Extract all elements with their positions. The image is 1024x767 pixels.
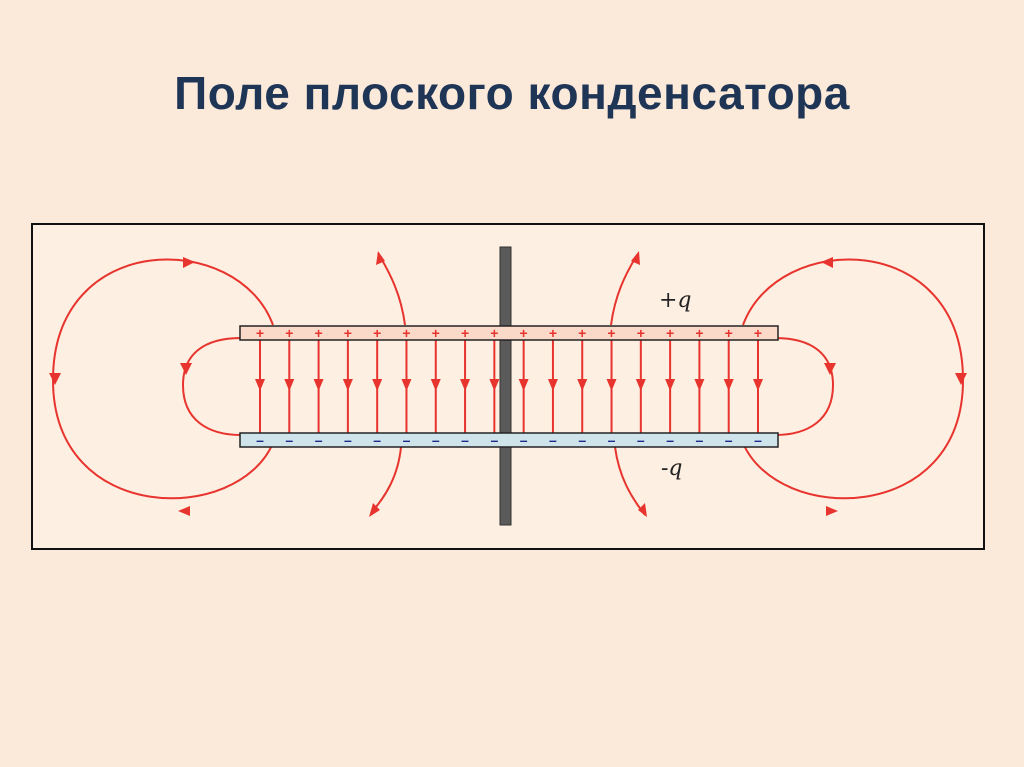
positive-charge-sign: + bbox=[285, 325, 293, 341]
page-title: Поле плоского конденсатора bbox=[174, 67, 850, 119]
positive-charge-sign: + bbox=[520, 325, 528, 341]
negative-charge-sign: – bbox=[403, 432, 411, 448]
negative-charge-sign: – bbox=[432, 432, 440, 448]
field-line-arrow bbox=[313, 379, 324, 391]
uniform-field-lines bbox=[255, 340, 763, 433]
negative-charge-sign: – bbox=[725, 432, 733, 448]
loop-arrowheads bbox=[49, 251, 967, 517]
negative-charge-sign: – bbox=[520, 432, 528, 448]
field-line-arrow bbox=[284, 379, 295, 391]
field-stray-top-right bbox=[610, 254, 638, 326]
stand-rod bbox=[499, 246, 512, 526]
negative-charge-sign: – bbox=[490, 432, 498, 448]
field-line-arrow bbox=[372, 379, 383, 391]
field-stray-top-left bbox=[377, 252, 406, 326]
positive-charge-sign: + bbox=[373, 325, 381, 341]
positive-charge-sign: + bbox=[256, 325, 264, 341]
capacitor-diagram: ++++++++++++++++++–––––––––––––––––– +q … bbox=[31, 223, 985, 550]
positive-charge-sign: + bbox=[549, 325, 557, 341]
field-line-arrow bbox=[342, 379, 353, 391]
positive-charge-sign: + bbox=[461, 325, 469, 341]
field-line-arrow bbox=[577, 379, 588, 391]
bottom-plate-label: -q bbox=[661, 456, 683, 481]
field-line-arrow bbox=[635, 379, 646, 391]
positive-charge-sign: + bbox=[490, 325, 498, 341]
negative-charge-sign: – bbox=[578, 432, 586, 448]
field-stray-bottom-left bbox=[370, 446, 402, 514]
top-plate-label: +q bbox=[659, 288, 692, 313]
positive-charge-sign: + bbox=[607, 325, 615, 341]
field-line-arrow bbox=[489, 379, 500, 391]
plate-signs: + + + + + + + + + + + + + + + + + + – – – – – – – – – – – – – – – – – – bbox=[256, 325, 762, 448]
positive-charge-sign: + bbox=[314, 325, 322, 341]
field-line-arrow bbox=[518, 379, 529, 391]
field-line-arrow bbox=[460, 379, 471, 391]
field-loop-right-inner bbox=[774, 337, 835, 436]
field-stray-bottom-right bbox=[614, 446, 646, 516]
field-line-arrow bbox=[723, 379, 734, 391]
negative-charge-sign: – bbox=[696, 432, 704, 448]
negative-charge-sign: – bbox=[285, 432, 293, 448]
field-line-arrow bbox=[606, 379, 617, 391]
positive-charge-sign: + bbox=[695, 325, 703, 341]
negative-charge-sign: – bbox=[373, 432, 381, 448]
positive-charge-sign: + bbox=[432, 325, 440, 341]
negative-charge-sign: – bbox=[754, 432, 762, 448]
negative-charge-sign: – bbox=[315, 432, 323, 448]
field-loop-right-outer bbox=[742, 258, 965, 500]
bottom-plate bbox=[239, 432, 779, 448]
negative-charge-sign: – bbox=[344, 432, 352, 448]
field-line-arrow bbox=[694, 379, 705, 391]
field-line-arrow bbox=[401, 379, 412, 391]
capacitor-field-svg: ++++++++++++++++++–––––––––––––––––– +q … bbox=[49, 246, 967, 526]
positive-charge-sign: + bbox=[344, 325, 352, 341]
negative-charge-sign: – bbox=[256, 432, 264, 448]
negative-charge-sign: – bbox=[549, 432, 557, 448]
negative-charge-sign: – bbox=[637, 432, 645, 448]
field-line-arrow bbox=[430, 379, 441, 391]
field-line-arrow bbox=[665, 379, 676, 391]
positive-charge-sign: + bbox=[637, 325, 645, 341]
top-plate bbox=[239, 325, 779, 341]
positive-charge-sign: + bbox=[725, 325, 733, 341]
positive-charge-sign: + bbox=[402, 325, 410, 341]
negative-charge-sign: – bbox=[461, 432, 469, 448]
positive-charge-sign: + bbox=[666, 325, 674, 341]
positive-charge-sign: + bbox=[578, 325, 586, 341]
field-loop-left-inner bbox=[181, 337, 242, 436]
negative-charge-sign: – bbox=[666, 432, 674, 448]
negative-charge-sign: – bbox=[608, 432, 616, 448]
field-line-arrow bbox=[547, 379, 558, 391]
field-loop-left-outer bbox=[51, 258, 274, 500]
positive-charge-sign: + bbox=[754, 325, 762, 341]
field-line-arrow bbox=[255, 379, 265, 391]
field-line-arrow bbox=[753, 379, 763, 391]
